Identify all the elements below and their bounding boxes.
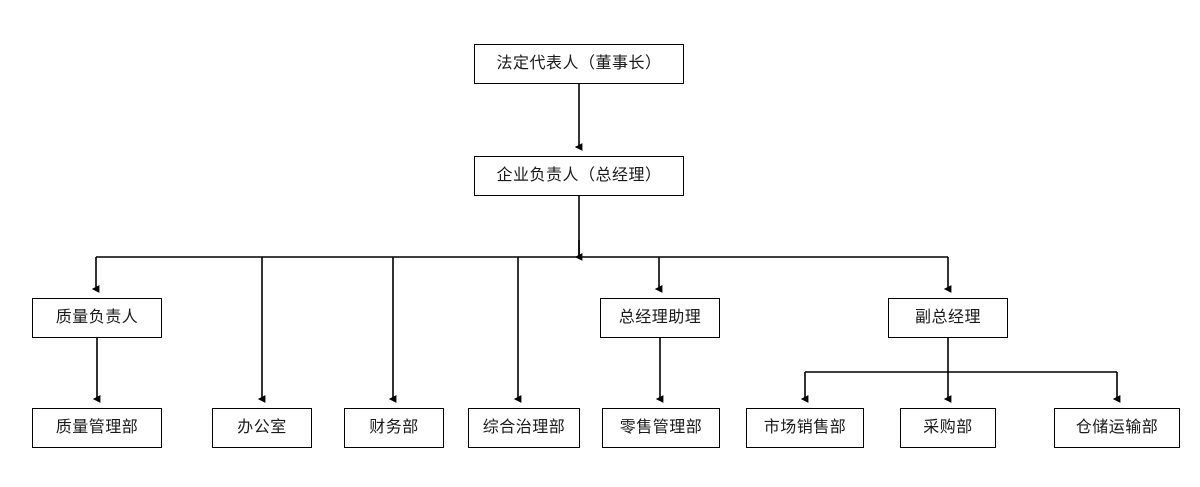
node-label: 质量管理部 [55, 419, 139, 436]
node-label: 市场销售部 [763, 419, 847, 436]
node-label: 质量负责人 [55, 309, 139, 326]
node-gm-assistant[interactable]: 总经理助理 [600, 298, 720, 338]
node-label: 零售管理部 [619, 419, 703, 436]
node-general-manager[interactable]: 企业负责人（总经理） [474, 156, 684, 196]
node-label: 仓储运输部 [1075, 419, 1159, 436]
node-label: 办公室 [237, 419, 287, 436]
node-quality-head[interactable]: 质量负责人 [32, 298, 162, 338]
node-label: 副总经理 [914, 309, 981, 326]
node-label: 企业负责人（总经理） [496, 167, 662, 184]
node-label: 采购部 [923, 419, 973, 436]
node-comprehensive-governance-dept[interactable]: 综合治理部 [468, 408, 580, 448]
node-office[interactable]: 办公室 [212, 408, 312, 448]
node-retail-management-dept[interactable]: 零售管理部 [602, 408, 720, 448]
node-warehouse-transport-dept[interactable]: 仓储运输部 [1054, 408, 1180, 448]
node-finance-dept[interactable]: 财务部 [344, 408, 444, 448]
node-label: 法定代表人（董事长） [496, 55, 662, 72]
node-deputy-general-manager[interactable]: 副总经理 [888, 298, 1008, 338]
node-purchasing-dept[interactable]: 采购部 [900, 408, 996, 448]
node-label: 总经理助理 [618, 309, 702, 326]
node-quality-management-dept[interactable]: 质量管理部 [32, 408, 162, 448]
node-legal-representative[interactable]: 法定代表人（董事长） [474, 44, 684, 84]
node-label: 财务部 [369, 419, 419, 436]
node-market-sales-dept[interactable]: 市场销售部 [746, 408, 864, 448]
node-label: 综合治理部 [482, 419, 566, 436]
